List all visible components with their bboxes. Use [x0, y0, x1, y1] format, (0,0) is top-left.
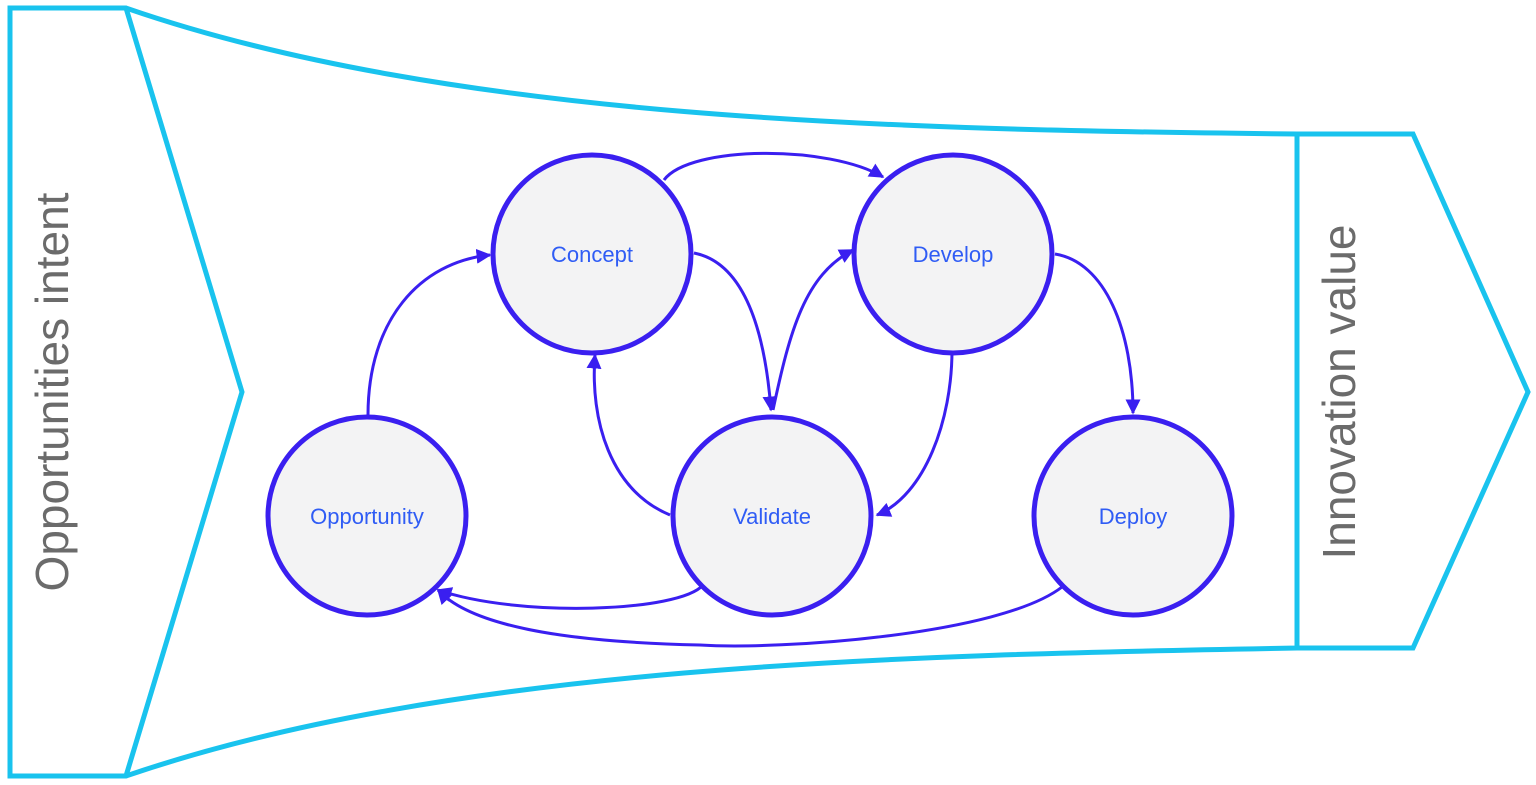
- node-deploy-label: Deploy: [1099, 504, 1167, 529]
- node-opportunity: Opportunity: [265, 414, 469, 618]
- node-develop-label: Develop: [913, 242, 994, 267]
- funnel-left-chevron: [123, 7, 245, 777]
- node-develop-circle: [851, 152, 1055, 356]
- left-stage-label: Opportunities intent: [26, 192, 78, 591]
- edge-validate-to-concept: [586, 353, 671, 517]
- edge-develop-to-validate: [875, 349, 954, 517]
- right-stage-label: Innovation value: [1313, 224, 1365, 559]
- output-arrow-shape: [1294, 131, 1531, 651]
- edge-validate-to-develop: [771, 248, 855, 411]
- edge-develop-to-deploy: [1054, 252, 1141, 415]
- edge-opportunity-to-concept: [366, 248, 492, 416]
- edge-validate-to-opportunity: [436, 583, 705, 610]
- node-develop: Develop: [851, 152, 1055, 356]
- node-deploy-circle: [1031, 414, 1235, 618]
- node-concept: Concept: [490, 152, 694, 356]
- funnel-outline: [7, 5, 1300, 779]
- node-validate-circle: [670, 414, 874, 618]
- node-concept-circle: [490, 152, 694, 356]
- edge-concept-to-validate: [693, 251, 778, 412]
- node-concept-label: Concept: [551, 242, 633, 267]
- node-opportunity-label: Opportunity: [310, 504, 424, 529]
- node-deploy: Deploy: [1031, 414, 1235, 618]
- node-validate: Validate: [670, 414, 874, 618]
- edge-deploy-to-opportunity: [436, 585, 1063, 648]
- node-validate-label: Validate: [733, 504, 811, 529]
- edge-concept-to-develop: [662, 151, 885, 181]
- node-opportunity-circle: [265, 414, 469, 618]
